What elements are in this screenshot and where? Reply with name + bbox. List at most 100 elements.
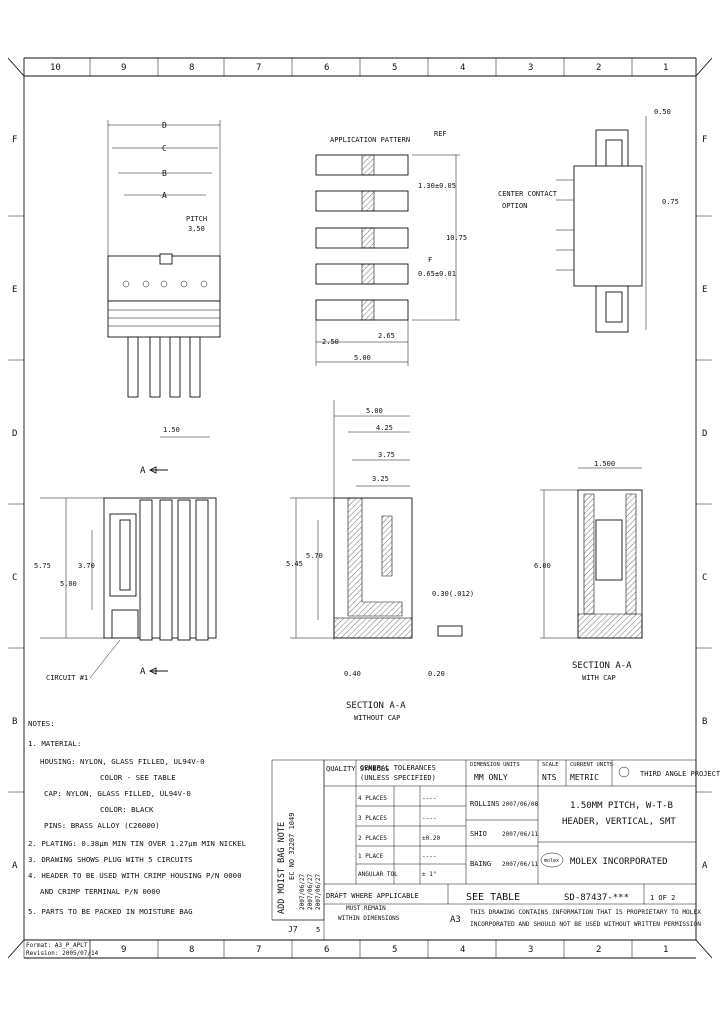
zone-bottom-3: 3 (528, 945, 533, 955)
zone-top-5: 5 (392, 63, 397, 73)
proprietary-1: THIS DRAWING CONTAINS INFORMATION THAT I… (470, 909, 701, 916)
tol-value: ---- (422, 815, 436, 822)
dim-a: A (162, 191, 167, 200)
zone-bottom-5: 5 (392, 945, 397, 955)
logo-text: molex (544, 858, 559, 864)
dim-600: 6.00 (534, 562, 551, 570)
note-line: 3. DRAWING SHOWS PLUG WITH 5 CIRCUITS (28, 855, 193, 864)
dim-575: 5.75 (34, 562, 51, 570)
dim-375: 3.75 (378, 451, 395, 459)
dim-500-top: 5.00 (354, 354, 371, 362)
moist-code: 2007/06/27 (307, 873, 314, 910)
zone-labels: 10 9 8 7 6 5 4 3 2 1 9 8 7 6 5 4 3 2 1 F… (12, 63, 708, 955)
dim-1500: 1.500 (594, 460, 615, 468)
moist-rev: J7 (288, 925, 298, 934)
dims-in-label: DIMENSION UNITS (470, 762, 520, 768)
row-left-b: B (12, 717, 17, 727)
dim-370: 3.70 (78, 562, 95, 570)
section-with-cap: 1.500 6.00 SECTION A-A WITH CAP (534, 460, 643, 682)
proprietary-2: INCORPORATED AND SHOULD NOT BE USED WITH… (470, 921, 701, 928)
zone-top-3: 3 (528, 63, 533, 73)
title-line1: 1.50MM PITCH, W-T-B (570, 801, 673, 811)
app-pattern-label: APPLICATION PATTERN (330, 136, 410, 144)
dim-325: 3.25 (372, 475, 389, 483)
dim-500: 5.00 (60, 580, 77, 588)
cap-section-subtitle: WITH CAP (582, 674, 616, 682)
note-line: 2. PLATING: 0.38µm MIN TIN OVER 1.27µm M… (28, 839, 247, 848)
notes-title: NOTES: (28, 719, 55, 728)
see-table: SEE TABLE (466, 892, 520, 903)
zone-bottom-9: 9 (121, 945, 126, 955)
scale-label: SCALE (542, 762, 559, 768)
dim-050: 0.50 (654, 108, 671, 116)
approved-date: 2007/06/11 (502, 861, 539, 868)
tol-places: ANGULAR TOL (358, 871, 398, 878)
molex-logo-icon (540, 852, 564, 868)
option-label: OPTION (502, 202, 527, 210)
zone-top-9: 9 (121, 63, 126, 73)
tol-value: ---- (422, 853, 436, 860)
company-name: MOLEX INCORPORATED (570, 857, 668, 867)
moist-sheet: 5 (316, 926, 320, 934)
dim-075: 0.75 (662, 198, 679, 206)
note-line: 1. MATERIAL: (28, 739, 81, 748)
row-right-c: C (702, 573, 707, 583)
tol-places: 3 PLACES (358, 815, 387, 822)
zone-top-4: 4 (460, 63, 465, 73)
row-right-e: E (702, 285, 707, 295)
zone-ticks-top (89, 58, 633, 76)
row-left-d: D (12, 429, 17, 439)
section-mark-top: A (140, 466, 146, 476)
dim-065: 0.65±0.01 (418, 270, 456, 278)
row-right-f: F (702, 135, 707, 145)
section-mark-bottom: A (140, 667, 146, 677)
dim-250: 2.50 (322, 338, 339, 346)
notes: NOTES: 1. MATERIAL: HOUSING: NYLON, GLAS… (28, 719, 247, 916)
dim-030: 0.30(.012) (432, 590, 474, 598)
quality-symbols: QUALITY SYMBOLS (326, 765, 389, 773)
within-dims: WITHIN DIMENSIONS (338, 915, 400, 922)
note-line: CAP: NYLON, GLASS FILLED, UL94V-0 (44, 789, 191, 798)
row-left-c: C (12, 573, 17, 583)
tol-places: 2 PLACES (358, 835, 387, 842)
note-line: HOUSING: NYLON, GLASS FILLED, UL94V-0 (40, 757, 205, 766)
zone-bottom-2: 2 (596, 945, 601, 955)
dim-c: C (162, 144, 167, 153)
dim-1075: 10.75 (446, 234, 467, 242)
format-line1: Format: A3_P_APLT (26, 942, 88, 949)
zone-bottom-4: 4 (460, 945, 465, 955)
zone-top-8: 8 (189, 63, 194, 73)
draft-label: DRAFT WHERE APPLICABLE (326, 892, 419, 900)
front-view: D C B A PITCH 3.50 1.50 A (107, 120, 221, 476)
checked-date: 2007/06/11 (502, 831, 539, 838)
title-block: QUALITY SYMBOLS GENERAL TOLERANCES (UNLE… (323, 759, 720, 941)
pitch-value: 3.50 (188, 225, 205, 233)
pin-markers (122, 280, 208, 288)
dim-150: 1.50 (163, 426, 180, 434)
moist-bag-note: ADD MOIST BAG NOTE EC NO 32207 1049 2007… (271, 759, 325, 934)
dim-265: 2.65 (378, 332, 395, 340)
projection-symbol-icon (618, 766, 630, 778)
tol-places: 1 PLACE (358, 853, 384, 860)
tol-value: ---- (422, 795, 436, 802)
section-subtitle: WITHOUT CAP (354, 714, 400, 722)
must-remain: MUST REMAIN (346, 905, 386, 912)
note-line: AND CRIMP TERMINAL P/N 0000 (40, 887, 160, 896)
note-line: COLOR - SEE TABLE (100, 773, 176, 782)
dim-f: F (428, 256, 432, 264)
zone-top-6: 6 (324, 63, 329, 73)
section-title: SECTION A-A (346, 701, 406, 711)
cap-section-title: SECTION A-A (572, 661, 632, 671)
dim-570: 5.70 (306, 552, 323, 560)
row-right-a: A (702, 861, 708, 871)
zone-bottom-7: 7 (256, 945, 261, 955)
top-view: APPLICATION PATTERN REF 1.30±0.05 10.75 … (315, 130, 467, 366)
unless-specified: (UNLESS SPECIFIED) (360, 774, 436, 782)
section-no-cap: 5.00 4.25 3.75 3.25 5.45 5.70 0.30(.012)… (286, 400, 474, 722)
dim-b: B (162, 169, 167, 178)
zone-ticks-bottom (89, 940, 633, 958)
zone-top-1: 1 (663, 63, 668, 73)
sheet-number: 1 OF 2 (650, 894, 675, 902)
drawn-date: 2007/06/08 (502, 801, 539, 808)
